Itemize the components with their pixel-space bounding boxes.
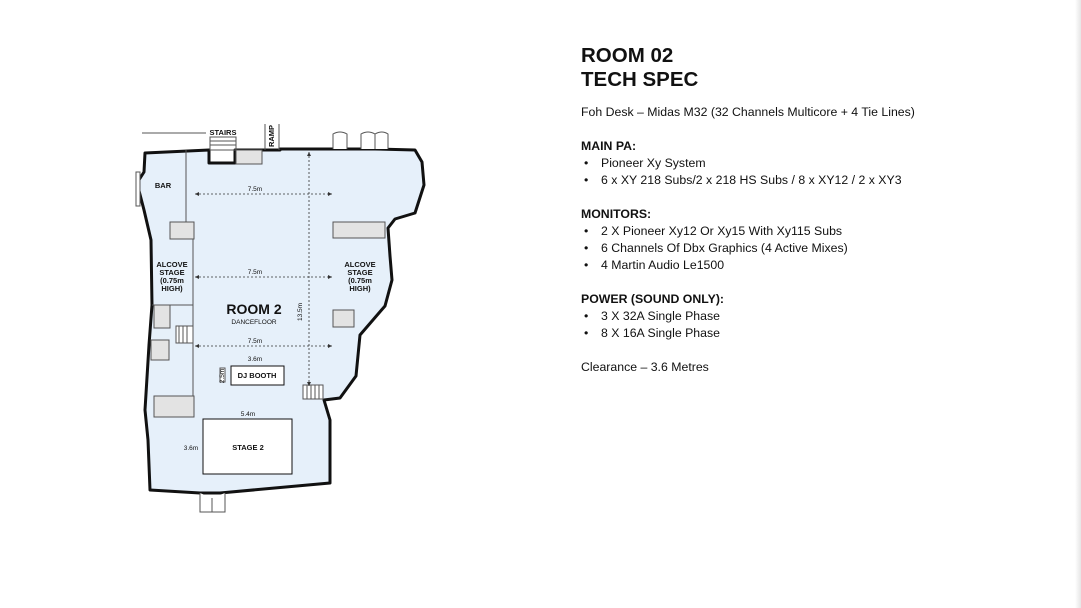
spec-title-line1: ROOM 02: [581, 44, 674, 67]
dimension-lines: [195, 152, 332, 386]
steps: [175, 325, 324, 400]
label-alcove-right-4: HIGH): [349, 284, 371, 293]
label-dim-length: 13.5m: [297, 303, 304, 321]
list-item: •8 X 16A Single Phase: [584, 326, 720, 340]
label-dj-booth: DJ BOOTH: [238, 371, 277, 380]
label-room-sub: DANCEFLOOR: [231, 319, 276, 326]
label-alcove-left-2: STAGE: [159, 268, 184, 277]
label-dim-stage-width: 5.4m: [241, 411, 255, 418]
main-pa-heading: MAIN PA:: [581, 139, 637, 153]
stairs-entrance: [142, 124, 280, 151]
label-alcove-left-1: ALCOVE: [156, 260, 187, 269]
list-item: •3 X 32A Single Phase: [584, 309, 720, 323]
clearance-text: Clearance – 3.6 Metres: [581, 360, 709, 374]
foh-desk-text: Foh Desk – Midas M32 (32 Channels Multic…: [581, 105, 915, 119]
list-item: •6 Channels Of Dbx Graphics (4 Active Mi…: [584, 241, 848, 255]
list-item: •2 X Pioneer Xy12 Or Xy15 With Xy115 Sub…: [584, 224, 843, 238]
label-dim-booth-width: 3.6m: [248, 356, 262, 363]
monitors-heading: MONITORS:: [581, 207, 652, 221]
power-list: •3 X 32A Single Phase •8 X 16A Single Ph…: [581, 308, 1061, 342]
label-dim-booth-depth: 2.5m: [219, 369, 226, 383]
label-stairs: STAIRS: [210, 128, 237, 137]
label-dim-stage-depth: 3.6m: [184, 445, 198, 452]
list-item: •Pioneer Xy System: [584, 156, 706, 170]
label-dim-width-low: 7.5m: [248, 338, 262, 345]
main-pa-list: •Pioneer Xy System •6 x XY 218 Subs/2 x …: [581, 155, 1061, 189]
label-ramp: RAMP: [267, 125, 276, 147]
label-room-name: ROOM 2: [226, 301, 281, 317]
dj-booth-shape: [230, 365, 285, 386]
floor-plan: STAIRS RAMP BAR ALCOVE STAGE (0.75m HIGH…: [135, 124, 426, 513]
power-heading: POWER (SOUND ONLY):: [581, 292, 725, 306]
list-item: •4 Martin Audio Le1500: [584, 258, 725, 272]
spec-title-line2: TECH SPEC: [581, 68, 699, 91]
label-alcove-right-3: (0.75m: [348, 276, 372, 285]
label-alcove-left-4: HIGH): [161, 284, 183, 293]
tech-spec-panel: ROOM 02 TECH SPEC Foh Desk – Midas M32 (…: [581, 44, 1061, 376]
label-alcove-left-3: (0.75m: [160, 276, 184, 285]
label-alcove-right-2: STAGE: [347, 268, 372, 277]
label-dim-width-top: 7.5m: [248, 186, 262, 193]
page-edge-shadow: [1075, 0, 1081, 608]
fixtures: [150, 149, 386, 418]
label-alcove-right-1: ALCOVE: [344, 260, 375, 269]
label-dim-width-mid: 7.5m: [248, 269, 262, 276]
stage-shape: [202, 418, 293, 475]
dimension-arrows: [195, 152, 332, 386]
doors: [135, 131, 389, 513]
monitors-list: •2 X Pioneer Xy12 Or Xy15 With Xy115 Sub…: [581, 223, 1061, 274]
label-bar: BAR: [155, 181, 172, 190]
label-stage: STAGE 2: [232, 443, 264, 452]
list-item: •6 x XY 218 Subs/2 x 218 HS Subs / 8 x X…: [584, 173, 902, 187]
